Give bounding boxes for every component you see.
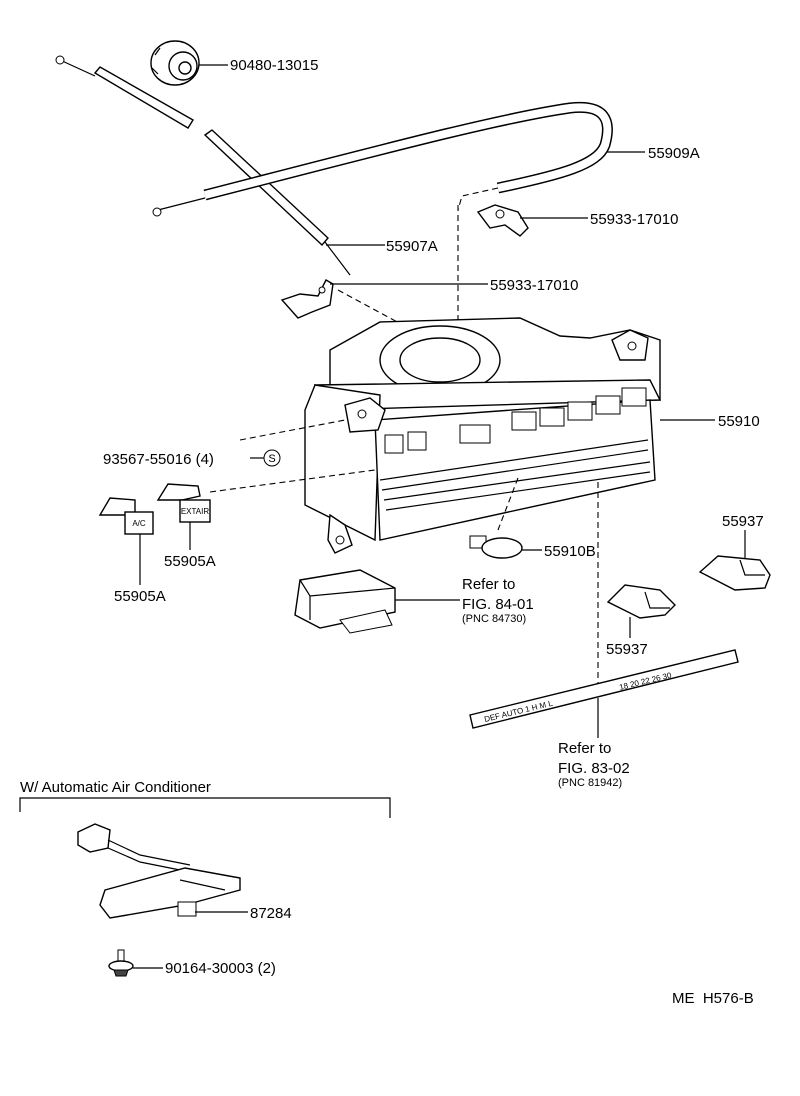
dash-guide-screw <box>239 419 346 441</box>
button-55905a-right: EXTAIR <box>156 483 211 523</box>
label-55933-top: 55933-17010 <box>590 211 678 228</box>
knob-55937-right <box>698 555 771 591</box>
label-55907a: 55907A <box>386 238 438 255</box>
s-mark-icon <box>263 449 281 467</box>
refer1-pnc: (PNC 84730) <box>462 613 526 625</box>
label-55937-right: 55937 <box>722 513 764 530</box>
label-87284: 87284 <box>250 905 292 922</box>
screw-90164 <box>108 949 134 977</box>
auto-ac-heading: W/ Automatic Air Conditioner <box>20 779 211 796</box>
label-55933-mid: 55933-17010 <box>490 277 578 294</box>
label-55905a-right: 55905A <box>164 553 216 570</box>
sensor-87284 <box>77 823 241 919</box>
dash-guide-buttons <box>209 469 376 493</box>
refer2-line2: FIG. 83-02 <box>558 760 630 777</box>
clamp-55933-top <box>476 204 529 237</box>
scale-strip: DEF AUTO 1 H M L 18 20 22 26 30 <box>469 649 739 729</box>
button-cap-left: A/C <box>132 519 146 528</box>
footer-code: ME H576-B <box>672 990 754 1007</box>
label-55910: 55910 <box>718 413 760 430</box>
bulb-55910b <box>469 535 523 559</box>
cable-55907a <box>55 55 351 276</box>
cable-55909a <box>152 101 613 217</box>
auto-ac-bracket <box>19 797 391 818</box>
refer1-line1: Refer to <box>462 576 515 593</box>
refer1-line2: FIG. 84-01 <box>462 596 534 613</box>
label-90164: 90164-30003 (2) <box>165 960 276 977</box>
label-55937-mid: 55937 <box>606 641 648 658</box>
label-55909a: 55909A <box>648 145 700 162</box>
clamp-55933-mid <box>280 279 334 319</box>
s-mark-text: S <box>268 453 275 465</box>
grommet-90480 <box>150 40 200 86</box>
label-90480: 90480-13015 <box>230 57 318 74</box>
refer2-pnc: (PNC 81942) <box>558 777 622 789</box>
label-93567: 93567-55016 (4) <box>103 451 214 468</box>
button-55905a-left: A/C <box>98 497 154 535</box>
knob-55937-mid <box>606 584 676 619</box>
control-head-55910 <box>304 317 662 554</box>
label-55905a-left: 55905A <box>114 588 166 605</box>
label-55910b: 55910B <box>544 543 596 560</box>
refer2-line1: Refer to <box>558 740 611 757</box>
button-cap-right: EXTAIR <box>181 507 210 516</box>
connector-fig84 <box>294 569 396 634</box>
